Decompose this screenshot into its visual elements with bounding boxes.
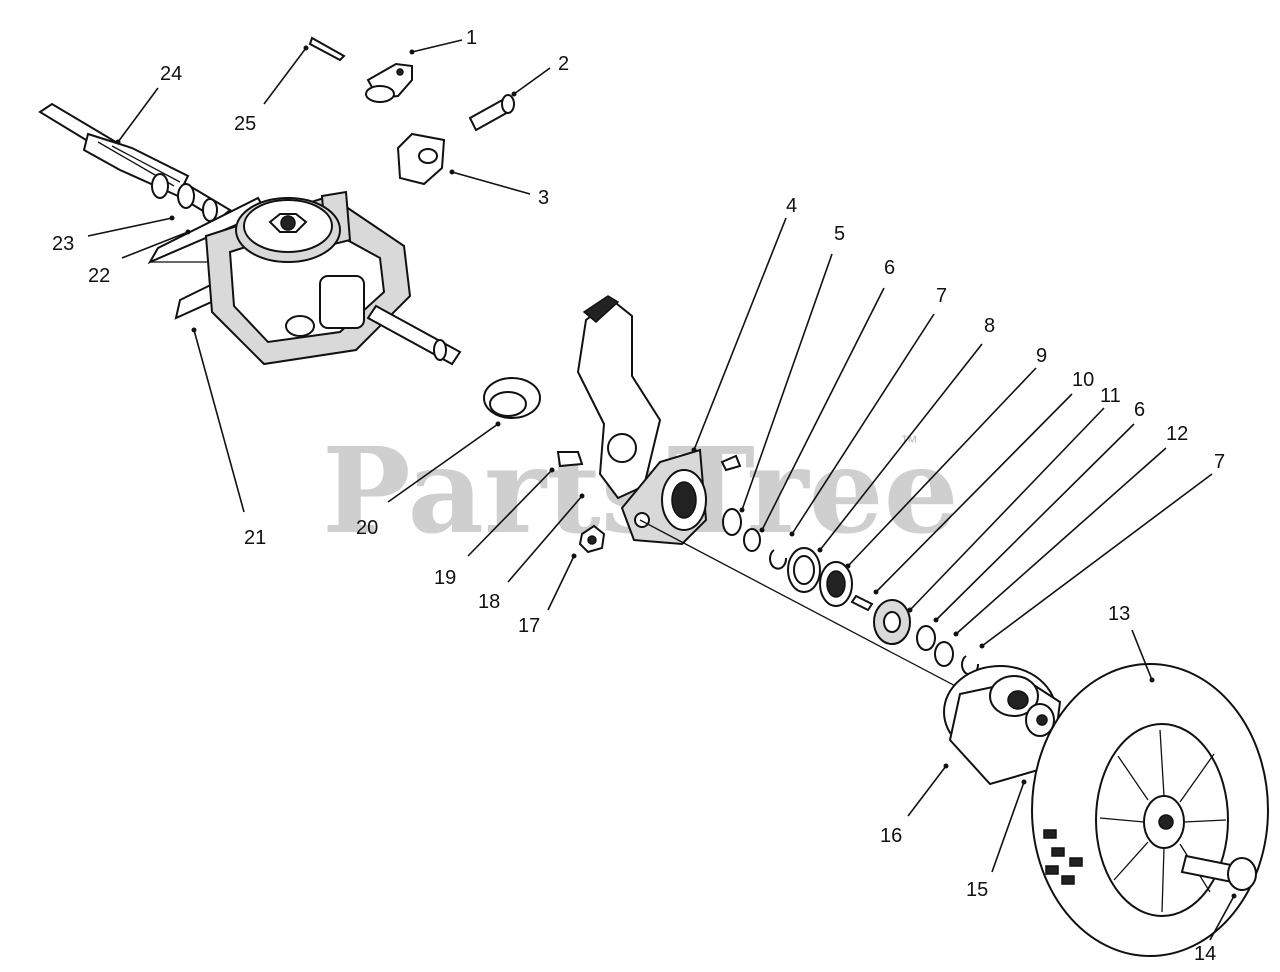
key-part <box>850 594 874 612</box>
washer-part <box>722 508 742 536</box>
callout-25[interactable]: 25 <box>234 113 256 135</box>
retaining-ring-part <box>743 528 761 552</box>
callout-18[interactable]: 18 <box>478 591 500 613</box>
seal-part <box>787 547 821 593</box>
callout-5[interactable]: 5 <box>834 223 845 245</box>
callout-16[interactable]: 16 <box>880 825 902 847</box>
callout-22[interactable]: 22 <box>88 265 110 287</box>
callout-1[interactable]: 1 <box>466 27 477 49</box>
hub-cap-part <box>1025 703 1055 737</box>
transmission-housing-part <box>204 190 462 366</box>
callout-11[interactable]: 11 <box>1100 385 1121 407</box>
callout-23[interactable]: 23 <box>52 233 74 255</box>
callout-3[interactable]: 3 <box>538 187 549 209</box>
callout-14[interactable]: 14 <box>1194 943 1216 965</box>
nut-part <box>578 524 606 554</box>
callout-labels: 1 2 3 4 5 6 7 8 9 10 11 6 12 7 13 14 15 … <box>52 27 1225 965</box>
callout-6-second[interactable]: 6 <box>1134 399 1145 421</box>
callout-15[interactable]: 15 <box>966 879 988 901</box>
parts-artwork <box>38 36 1269 957</box>
callout-13[interactable]: 13 <box>1108 603 1130 625</box>
callout-7[interactable]: 7 <box>936 285 947 307</box>
screw-part <box>556 451 584 468</box>
bracket-part <box>396 132 446 186</box>
callout-17[interactable]: 17 <box>518 615 540 637</box>
wheel-bolt-part <box>1180 854 1257 891</box>
callout-9[interactable]: 9 <box>1036 345 1047 367</box>
callout-7-second[interactable]: 7 <box>1214 451 1225 473</box>
wheel-part <box>1031 663 1269 957</box>
callout-21[interactable]: 21 <box>244 527 266 549</box>
leader-lines <box>87 39 1237 941</box>
bolt-part <box>468 94 515 132</box>
callout-2[interactable]: 2 <box>558 53 569 75</box>
bushing-part <box>483 377 541 419</box>
callout-4[interactable]: 4 <box>786 195 797 217</box>
watermark-trademark: ™ <box>900 432 918 452</box>
spacer-part <box>916 625 936 651</box>
height-bracket-part <box>576 295 662 500</box>
clip-part <box>769 549 788 570</box>
pin-part <box>308 36 346 62</box>
pinion-gear-part <box>873 599 911 645</box>
drive-shaft-part <box>38 102 232 222</box>
gear-housing-part <box>620 448 742 546</box>
callout-19[interactable]: 19 <box>434 567 456 589</box>
cap-part <box>365 62 413 103</box>
callout-24[interactable]: 24 <box>160 63 182 85</box>
bearing-part <box>819 561 853 607</box>
callout-12[interactable]: 12 <box>1166 423 1188 445</box>
callout-20[interactable]: 20 <box>356 517 378 539</box>
callout-8[interactable]: 8 <box>984 315 995 337</box>
washer-part-2 <box>934 641 954 667</box>
callout-10[interactable]: 10 <box>1072 369 1094 391</box>
callout-6[interactable]: 6 <box>884 257 895 279</box>
